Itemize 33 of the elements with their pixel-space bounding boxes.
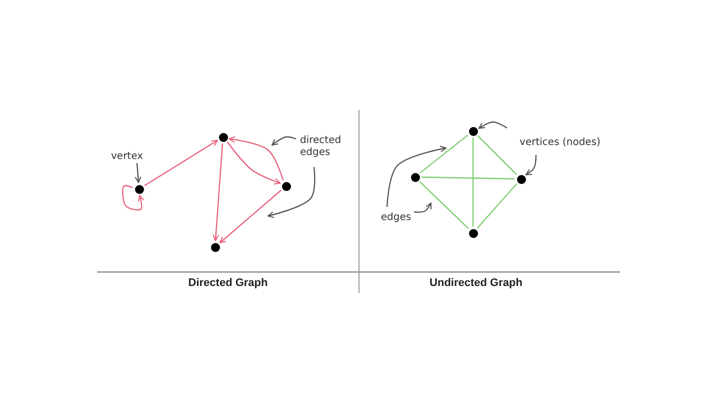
directed-edge [212,143,224,242]
leader-arrow [267,166,316,218]
leader-arrow [478,121,508,129]
directed-edge [228,136,284,180]
callout-text: edges [380,212,412,224]
leader-arrow [414,202,432,213]
graph-caption: Directed Graph [188,277,268,289]
graph-edge [477,135,517,175]
vertex-dot [218,132,228,142]
vertex-dot [282,182,290,190]
vertex-dot [468,228,478,238]
directed-edge [226,142,281,185]
leader-arrow [386,146,447,208]
graph-edge [472,138,474,226]
graph-edge [476,183,518,229]
vertex-dot [210,242,220,252]
callout-text: vertices (nodes) [520,137,600,149]
graph-caption: Undirected Graph [430,277,522,289]
vertex-dot [410,172,420,182]
callout-text: directed edges [300,135,352,159]
vertex-dot [134,184,144,194]
leader-arrow [134,162,142,184]
leader-arrow [525,154,537,176]
directed-edge [144,140,218,186]
callout-text: vertex [111,151,143,163]
directed-edge [122,185,144,210]
graph-edge [420,134,468,174]
graph-edge [421,176,515,180]
graph-edge [419,181,469,229]
vertex-dot [468,126,478,136]
vertex-dot [516,174,526,184]
leader-arrow [271,136,296,146]
directed-edge [219,190,282,244]
